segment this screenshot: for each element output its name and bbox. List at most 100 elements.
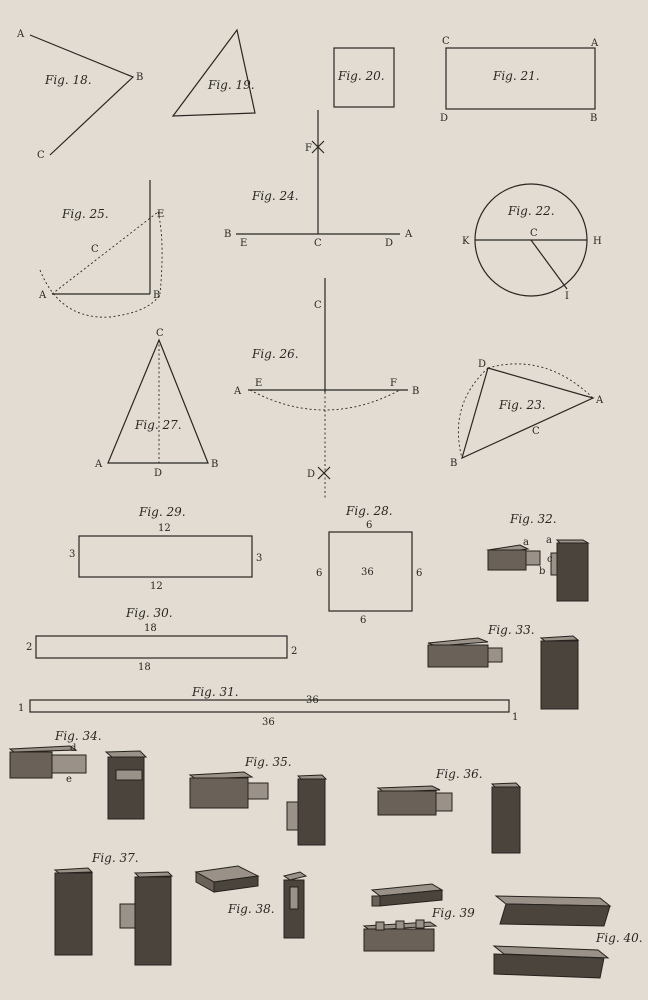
fig-25-point-a: A [38, 290, 47, 301]
fig-28-center-label: 36 [361, 567, 374, 578]
fig-29-top-label: 12 [158, 523, 171, 534]
fig-35-caption: Fig. 35. [244, 755, 292, 769]
fig-24-perpendicular: F B E C D A Fig. 24. [224, 110, 413, 249]
fig-27-point-d: D [154, 468, 162, 479]
fig-25-caption: Fig. 25. [61, 207, 109, 221]
fig-24-caption: Fig. 24. [251, 189, 299, 203]
fig-30-right-label: 2 [291, 646, 297, 657]
fig-31-rectangle-36x1: Fig. 31. 36 36 1 1 [18, 685, 518, 728]
fig-30-left-label: 2 [26, 642, 32, 653]
fig-34-caption: Fig. 34. [54, 729, 102, 743]
fig-19-caption: Fig. 19. [207, 78, 255, 92]
fig-33-joint: Fig. 33. [427, 623, 580, 710]
fig-37-joint: Fig. 37. [53, 851, 174, 966]
fig-18-angle: A B C Fig. 18. [16, 29, 143, 161]
fig-27-caption: Fig. 27. [134, 418, 182, 432]
fig-27-triangle: C A D B Fig. 27. [94, 328, 218, 479]
fig-36-caption: Fig. 36. [435, 767, 483, 781]
fig-22-circle: C K H I Fig. 22. [462, 183, 602, 302]
fig-30-top-label: 18 [144, 623, 157, 634]
fig-38-caption: Fig. 38. [227, 902, 275, 916]
fig-22-point-h: H [593, 236, 602, 247]
fig-23-point-b: B [450, 458, 457, 469]
fig-24-point-b: B [224, 229, 231, 240]
fig-34-label-d: d [70, 743, 77, 754]
fig-36-joint: Fig. 36. [376, 767, 522, 854]
fig-40-caption: Fig. 40. [595, 931, 643, 945]
fig-40-joint: Fig. 40. [492, 895, 643, 979]
fig-22-point-i: I [565, 291, 569, 302]
fig-31-top-label: 36 [306, 695, 319, 706]
fig-29-caption: Fig. 29. [138, 505, 186, 519]
fig-35-joint: Fig. 35. [188, 755, 328, 846]
fig-28-right-label: 6 [416, 568, 422, 579]
fig-23-inscribed-triangle: D A C B Fig. 23. [450, 359, 604, 469]
fig-31-right-label: 1 [512, 712, 518, 723]
fig-21-point-a: A [590, 38, 599, 49]
fig-24-point-a: A [404, 229, 413, 240]
fig-26-bisection: C A E F B D Fig. 26. [233, 278, 419, 500]
fig-34-label-e: e [66, 774, 72, 785]
fig-30-caption: Fig. 30. [125, 606, 173, 620]
fig-18-caption: Fig. 18. [44, 73, 92, 87]
fig-23-point-d: D [478, 359, 486, 370]
fig-18-point-a: A [16, 29, 25, 40]
fig-29-rectangle-12x3: Fig. 29. 12 12 3 3 [69, 505, 262, 592]
fig-18-point-c: C [37, 150, 45, 161]
fig-33-caption: Fig. 33. [487, 623, 535, 637]
fig-21-caption: Fig. 21. [492, 69, 540, 83]
fig-39-caption: Fig. 39 [431, 906, 475, 920]
fig-27-point-b: B [211, 459, 218, 470]
fig-31-caption: Fig. 31. [191, 685, 239, 699]
fig-24-point-f: F [305, 143, 312, 154]
fig-28-caption: Fig. 28. [345, 504, 393, 518]
fig-30-rectangle-18x2: Fig. 30. 18 18 2 2 [26, 606, 297, 673]
fig-21-point-b: B [590, 113, 597, 124]
fig-28-square-6x6: Fig. 28. 6 6 6 6 36 [316, 504, 422, 626]
fig-28-bottom-label: 6 [360, 615, 366, 626]
fig-25-point-b: B [153, 290, 160, 301]
fig-38-joint: Fig. 38. [194, 865, 308, 939]
fig-28-left-label: 6 [316, 568, 322, 579]
fig-26-caption: Fig. 26. [251, 347, 299, 361]
fig-29-bottom-label: 12 [150, 581, 163, 592]
fig-30-bottom-label: 18 [138, 662, 151, 673]
fig-27-point-a: A [94, 459, 103, 470]
fig-19-triangle: Fig. 19. [171, 28, 256, 117]
fig-26-point-d: D [307, 469, 315, 480]
fig-22-point-c: C [530, 228, 538, 239]
fig-32-joint: Fig. 32. a a c b [486, 512, 590, 602]
fig-32-label-a2: a [546, 535, 552, 546]
fig-32-label-b: b [539, 566, 545, 577]
fig-27-point-c: C [156, 328, 164, 339]
fig-31-bottom-label: 36 [262, 717, 275, 728]
fig-25-point-c: C [91, 244, 99, 255]
fig-26-point-f: F [390, 378, 397, 389]
fig-22-caption: Fig. 22. [507, 204, 555, 218]
fig-26-point-b: B [412, 386, 419, 397]
fig-28-top-label: 6 [366, 520, 372, 531]
fig-24-point-d: D [385, 238, 393, 249]
fig-25-right-angle: E C A B Fig. 25. [38, 180, 164, 318]
fig-24-point-e: E [240, 238, 247, 249]
fig-20-caption: Fig. 20. [337, 69, 385, 83]
fig-29-right-label: 3 [256, 553, 262, 564]
fig-37-caption: Fig. 37. [91, 851, 139, 865]
fig-21-rectangle: C A D B Fig. 21. [440, 36, 599, 124]
fig-21-point-d: D [440, 113, 448, 124]
fig-39-joint: Fig. 39 [362, 883, 475, 952]
fig-32-label-c: c [547, 554, 553, 565]
fig-31-left-label: 1 [18, 703, 24, 714]
fig-32-label-a1: a [523, 537, 529, 548]
fig-23-point-c: C [532, 426, 540, 437]
fig-26-point-c: C [314, 300, 322, 311]
fig-26-point-a: A [233, 386, 242, 397]
fig-24-point-c: C [314, 238, 322, 249]
fig-34-joint: Fig. 34. d e [8, 729, 148, 820]
fig-26-point-e: E [255, 378, 262, 389]
fig-18-point-b: B [136, 72, 143, 83]
fig-21-point-c: C [442, 36, 450, 47]
fig-23-point-a: A [595, 395, 604, 406]
